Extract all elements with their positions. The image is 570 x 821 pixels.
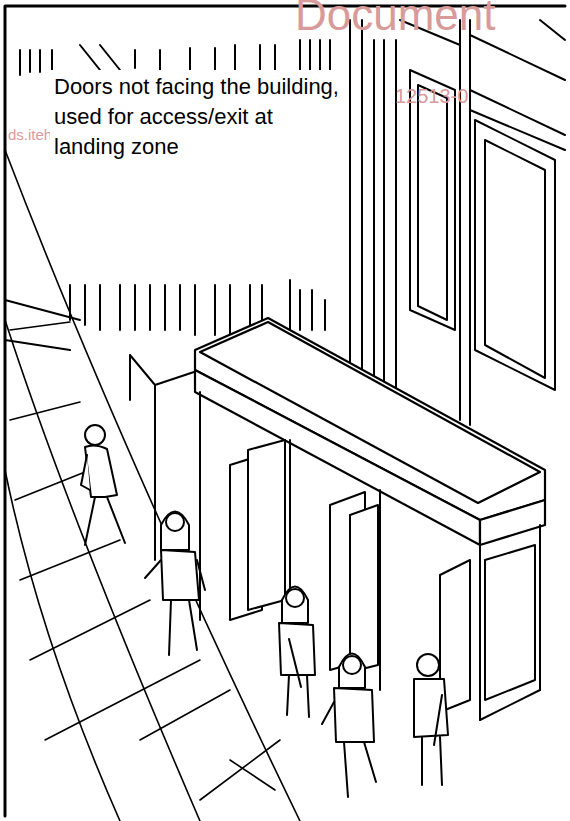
watermark-text: Document	[295, 0, 496, 40]
watermark-text: 12513-0	[395, 85, 468, 108]
callout-note: Doors not facing the building, used for …	[50, 70, 348, 164]
